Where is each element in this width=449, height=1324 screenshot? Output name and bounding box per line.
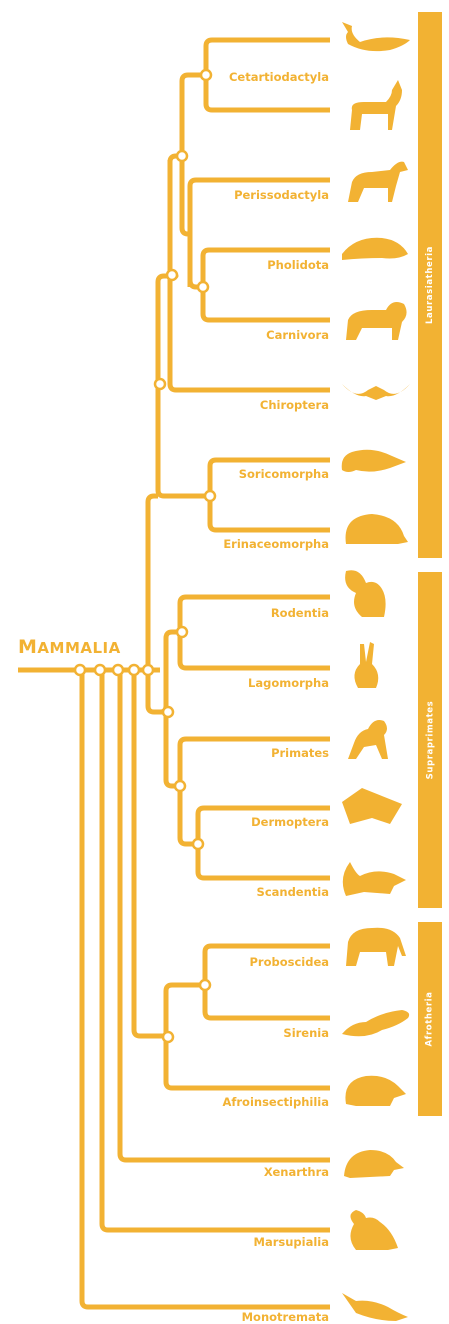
label-erinaceomorpha: Erinaceomorpha — [223, 537, 329, 551]
branch-boreo-stem — [148, 496, 166, 712]
horse-icon — [348, 162, 408, 202]
node-laurasiatheria — [155, 379, 165, 389]
whale-icon — [342, 22, 410, 51]
shrew-icon — [342, 450, 406, 472]
label-primates: Primates — [271, 746, 329, 760]
tenrec-icon — [345, 1076, 406, 1106]
node-afrotheria — [163, 1032, 173, 1042]
label-xenarthra: Xenarthra — [264, 1165, 329, 1179]
node-root-1 — [75, 665, 85, 675]
platypus-icon — [342, 1293, 408, 1321]
elephant-icon — [346, 928, 406, 966]
group-label-supraprimates-wrap: Supraprimates — [418, 572, 442, 908]
lion-icon — [346, 302, 407, 340]
node-scrotifera — [167, 270, 177, 280]
node-glires — [177, 627, 187, 637]
node-root-5 — [143, 665, 153, 675]
group-band-supraprimates: Supraprimates — [418, 572, 442, 908]
squirrel-icon — [345, 570, 385, 617]
group-label-afrotheria: Afrotheria — [425, 991, 435, 1046]
node-cetartiodactyla — [201, 70, 211, 80]
group-band-afrotheria: Afrotheria — [418, 922, 442, 1116]
label-scandentia: Scandentia — [257, 885, 329, 899]
branch-cetart-stem — [182, 75, 206, 156]
pangolin-icon — [342, 238, 408, 260]
branch-afro-stem — [134, 670, 166, 1036]
monkey-icon — [348, 720, 388, 759]
label-carnivora: Carnivora — [266, 328, 329, 342]
colugo-icon — [342, 788, 402, 824]
manatee-icon — [342, 1010, 409, 1036]
node-supraprimates — [163, 707, 173, 717]
node-euungulata — [177, 151, 187, 161]
node-sundatheria — [193, 839, 203, 849]
root-title-initial: M — [18, 636, 37, 658]
node-euarchonta — [175, 781, 185, 791]
label-perissodactyla: Perissodactyla — [234, 188, 329, 202]
treeshrew-icon — [343, 862, 406, 896]
node-root-3 — [113, 665, 123, 675]
node-pholidota-carnivora — [198, 282, 208, 292]
rabbit-icon — [354, 642, 378, 688]
deer-icon — [350, 80, 402, 130]
label-monotremata: Monotremata — [242, 1310, 329, 1324]
label-afroinsectiphilia: Afroinsectiphilia — [222, 1095, 329, 1109]
group-label-supraprimates: Supraprimates — [425, 701, 435, 780]
group-band-laurasiatheria: Laurasiatheria — [418, 12, 442, 558]
label-pholidota: Pholidota — [267, 258, 329, 272]
label-marsupialia: Marsupialia — [254, 1235, 330, 1249]
root-title-mammalia: MAMMALIA — [18, 636, 121, 658]
group-label-laurasiatheria: Laurasiatheria — [425, 246, 435, 324]
label-lagomorpha: Lagomorpha — [248, 676, 329, 690]
label-rodentia: Rodentia — [271, 606, 329, 620]
group-label-afrotheria-wrap: Afrotheria — [418, 922, 442, 1116]
node-root-2 — [95, 665, 105, 675]
label-chiroptera: Chiroptera — [260, 398, 329, 412]
armadillo-icon — [344, 1150, 404, 1178]
node-eulipotyphla — [205, 491, 215, 501]
hedgehog-icon — [346, 514, 408, 544]
label-proboscidea: Proboscidea — [249, 955, 329, 969]
label-cetartiodactyla: Cetartiodactyla — [229, 70, 329, 84]
bat-icon — [342, 384, 410, 400]
root-title-rest: AMMALIA — [37, 639, 120, 657]
group-label-laurasiatheria-wrap: Laurasiatheria — [418, 12, 442, 558]
label-dermoptera: Dermoptera — [251, 815, 329, 829]
branch-supra-a — [160, 632, 180, 712]
node-root-4 — [129, 665, 139, 675]
node-tethytheria — [200, 980, 210, 990]
koala-icon — [350, 1210, 398, 1250]
label-sirenia: Sirenia — [283, 1026, 329, 1040]
label-soricomorpha: Soricomorpha — [239, 467, 329, 481]
